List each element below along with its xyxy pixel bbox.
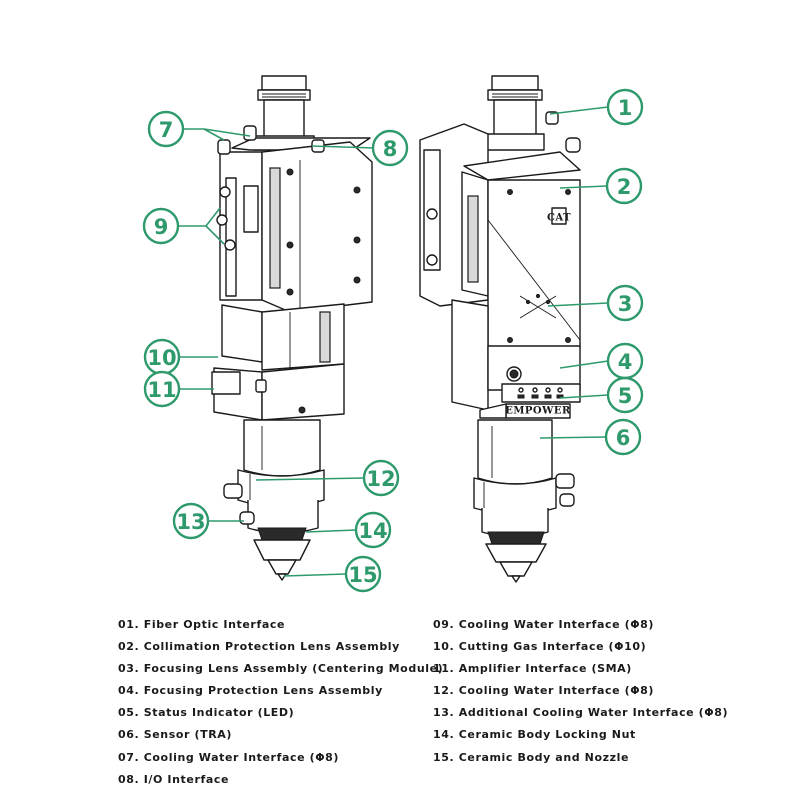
legend-item-10: 10. Cutting Gas Interface (Φ10): [433, 640, 647, 654]
callout-14-number: 14: [358, 519, 387, 543]
brand-label: EMPOWER: [505, 406, 571, 417]
callout-11: 11: [143, 370, 181, 408]
legend-item-13: 13. Additional Cooling Water Interface (…: [433, 706, 729, 720]
legend-item-12: 12. Cooling Water Interface (Φ8): [433, 684, 655, 698]
callout-5: 5: [606, 376, 644, 414]
callout-1-number: 1: [618, 96, 633, 120]
callout-3: 3: [606, 284, 644, 322]
legend-item-07: 07. Cooling Water Interface (Φ8): [118, 750, 340, 764]
callout-15-number: 15: [348, 563, 377, 587]
right-laser-head: CAT EMPOWER: [419, 75, 581, 583]
callout-2: 2: [605, 167, 643, 205]
left-fiber-connector-ring: [261, 75, 307, 91]
callout-10: 10: [143, 338, 181, 376]
callout-1: 1: [606, 88, 644, 126]
legend-item-04: 04. Focusing Protection Lens Assembly: [118, 684, 383, 698]
callout-11-number: 11: [147, 378, 176, 402]
left-laser-head: [211, 75, 373, 581]
callout-12-number: 12: [366, 467, 395, 491]
legend-item-02: 02. Collimation Protection Lens Assembly: [118, 640, 400, 654]
callout-2-number: 2: [617, 175, 632, 199]
callout-13-number: 13: [176, 510, 205, 534]
legend-item-15: 15. Ceramic Body and Nozzle: [433, 750, 630, 764]
callout-13: 13: [172, 502, 210, 540]
legend-right-column: 09. Cooling Water Interface (Φ8) 10. Cut…: [433, 614, 728, 769]
callout-14: 14: [354, 511, 392, 549]
callout-10-number: 10: [147, 346, 176, 370]
callout-7: 7: [147, 110, 185, 148]
legend-item-14: 14. Ceramic Body Locking Nut: [433, 728, 636, 742]
callout-3-number: 3: [618, 292, 633, 316]
legend-item-11: 11. Amplifier Interface (SMA): [433, 662, 632, 676]
callout-5-number: 5: [618, 384, 633, 408]
callout-9: 9: [142, 207, 180, 245]
callout-9-number: 9: [154, 215, 169, 239]
callout-leaders: [178, 106, 609, 577]
legend-left-column: 01. Fiber Optic Interface 02. Collimatio…: [118, 614, 443, 791]
legend-item-06: 06. Sensor (TRA): [118, 728, 233, 742]
legend-item-09: 09. Cooling Water Interface (Φ8): [433, 618, 655, 631]
callout-6: 6: [604, 418, 642, 456]
callout-8-number: 8: [383, 137, 398, 161]
callout-4: 4: [606, 342, 644, 380]
legend-item-01: 01. Fiber Optic Interface: [118, 618, 286, 631]
callout-15: 15: [344, 555, 382, 593]
callout-8: 8: [371, 129, 409, 167]
laser-head-illustration: CAT EMPOWER: [142, 75, 644, 593]
legend-item-03: 03. Focusing Lens Assembly (Centering Mo…: [118, 662, 444, 676]
legend-item-08: 08. I/O Interface: [118, 772, 230, 786]
callout-4-number: 4: [618, 350, 633, 374]
svg-text:CAT: CAT: [547, 213, 571, 224]
callout-7-number: 7: [159, 118, 174, 142]
legend-item-05: 05. Status Indicator (LED): [118, 706, 295, 720]
callout-6-number: 6: [616, 426, 631, 450]
callout-12: 12: [362, 459, 400, 497]
